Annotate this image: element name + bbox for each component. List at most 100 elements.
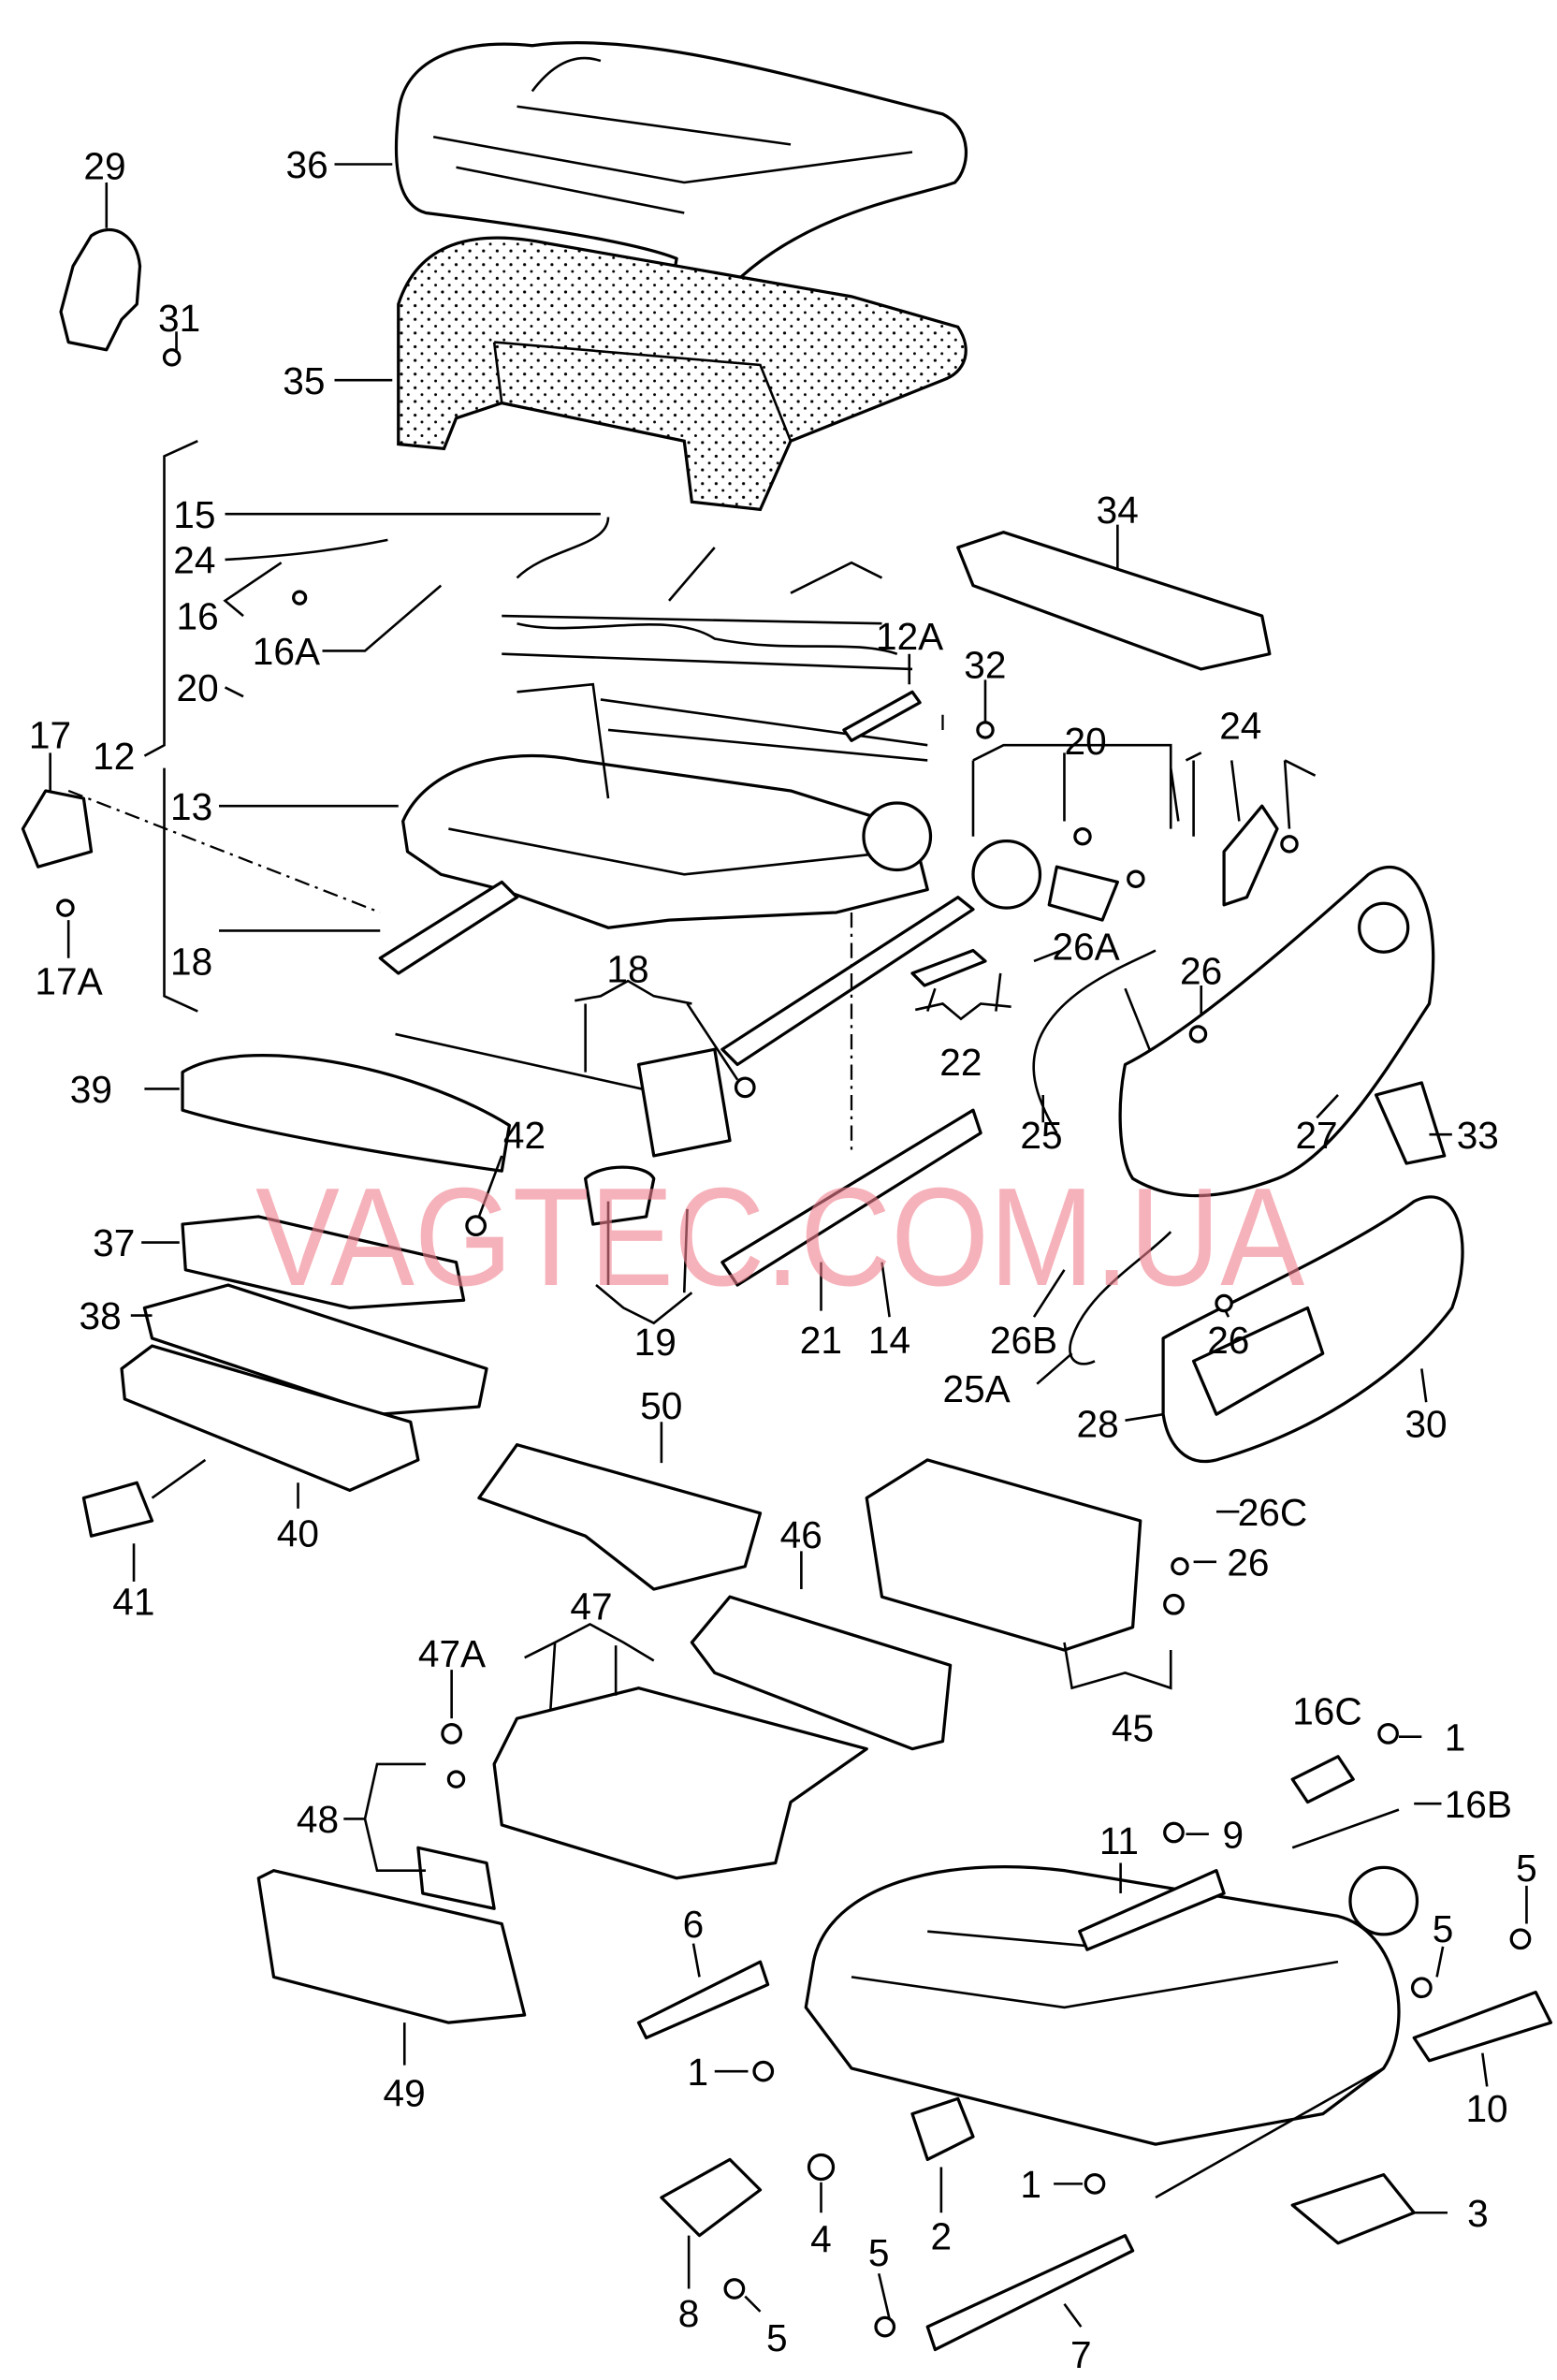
label-17: 17 [29,713,71,756]
knob-part-41[interactable] [81,1481,154,1538]
cover-part-2[interactable] [910,2096,975,2162]
side-trim-part-27[interactable] [1118,866,1435,1198]
label-18: 18 [170,941,212,984]
label-28: 28 [1076,1403,1118,1446]
bracket-part-37[interactable] [181,1215,466,1310]
label-1c: 1 [1020,2163,1041,2206]
label-47: 47 [570,1585,612,1628]
label-22: 22 [939,1041,982,1084]
cover-part-29[interactable] [59,227,142,352]
label-34: 34 [1097,489,1139,532]
rail-part-6[interactable] [636,1960,770,2040]
label-16B: 16B [1445,1783,1512,1826]
wire-part-25A[interactable] [1069,1231,1172,1365]
label-26: 26 [1180,949,1222,992]
label-17A: 17A [35,960,102,1003]
bracket-part-46[interactable] [690,1595,953,1751]
cover-part-22[interactable] [910,948,987,987]
spring-mat-part-15[interactable] [502,517,913,671]
rail-part-10[interactable] [1412,1991,1553,2063]
label-50: 50 [640,1384,682,1427]
label-6: 6 [683,1903,705,1946]
label-26C: 26C [1238,1491,1307,1534]
label-39: 39 [70,1068,112,1111]
label-41: 41 [112,1581,154,1624]
watermark: VAGTEC.COM.UA [255,1159,1304,1315]
label-5c: 5 [766,2316,788,2359]
label-32: 32 [964,644,1006,687]
rail-slider-part-8[interactable] [660,2157,763,2238]
label-46: 46 [780,1513,822,1556]
seat-foam-part-35[interactable] [397,236,968,512]
label-31: 31 [158,297,200,340]
label-12A: 12A [876,615,943,658]
label-19: 19 [634,1321,677,1364]
label-25A: 25A [942,1367,1010,1410]
label-11: 11 [1099,1819,1139,1862]
label-27: 27 [1295,1114,1337,1157]
label-20: 20 [177,666,219,709]
label-26b: 26 [1207,1319,1249,1362]
housing-part-45[interactable] [865,1458,1142,1652]
bracket-part-24[interactable] [1222,804,1279,907]
label-26c: 26 [1227,1540,1269,1584]
label-4: 4 [810,2218,832,2261]
cover-part-3[interactable] [1290,2173,1416,2245]
label-30: 30 [1404,1403,1447,1446]
handle-part-17[interactable] [21,789,94,869]
cap-part-19[interactable] [584,1165,656,1226]
cushion-part-39[interactable] [181,1054,512,1173]
cover-part-40[interactable] [120,1344,420,1493]
part-33[interactable] [1374,1081,1447,1165]
seat-cover-part-36[interactable] [394,40,968,308]
label-18b: 18 [606,948,648,991]
label-48: 48 [297,1798,339,1841]
screws [292,590,1532,2338]
label-1: 1 [1445,1716,1466,1759]
tray-part-50[interactable] [477,1443,763,1591]
seat-assembly[interactable] [804,1864,1419,2146]
label-1b: 1 [688,2051,709,2094]
bracket-part-48[interactable] [416,1846,496,1910]
label-15: 15 [173,493,215,536]
bracket-part-38[interactable] [142,1283,488,1416]
nut-part-4[interactable] [807,2153,836,2182]
cover-part-49[interactable] [256,1869,527,2024]
handle-part-16C[interactable] [1290,1755,1355,1804]
adjuster-part-18[interactable] [395,1032,670,1097]
label-14: 14 [868,1319,910,1362]
label-16A: 16A [253,630,320,673]
label-25: 25 [1020,1114,1062,1157]
label-16C: 16C [1292,1690,1362,1733]
label-42: 42 [503,1114,546,1157]
rail-part-7[interactable] [925,2234,1135,2352]
label-3: 3 [1467,2192,1489,2235]
label-38: 38 [80,1294,122,1337]
label-26A: 26A [1052,925,1119,968]
side-trim-part-28[interactable] [1161,1195,1464,1464]
panel-part-34[interactable] [956,531,1272,671]
label-10: 10 [1465,2087,1507,2130]
screw-part-17A[interactable] [56,898,75,917]
label-5: 5 [1516,1847,1537,1890]
screw-part-31[interactable] [162,348,182,367]
tray-part-47[interactable] [492,1686,868,1880]
label-7: 7 [1070,2333,1092,2376]
label-12: 12 [93,735,135,778]
rail-part-14[interactable] [720,1108,982,1287]
label-35: 35 [283,359,325,402]
label-49: 49 [384,2072,426,2115]
rod-part-12A[interactable] [842,690,922,742]
label-20b: 20 [1064,720,1106,763]
label-24b: 24 [1219,705,1261,748]
rail-part-11[interactable] [1078,1869,1226,1951]
label-40: 40 [277,1512,319,1555]
label-45: 45 [1112,1707,1154,1750]
label-5d: 5 [868,2231,890,2274]
label-29: 29 [83,145,125,188]
seat-frame-part-13[interactable] [378,682,975,1067]
label-8: 8 [678,2292,700,2335]
recliner-disc-part-20[interactable] [971,839,1042,910]
